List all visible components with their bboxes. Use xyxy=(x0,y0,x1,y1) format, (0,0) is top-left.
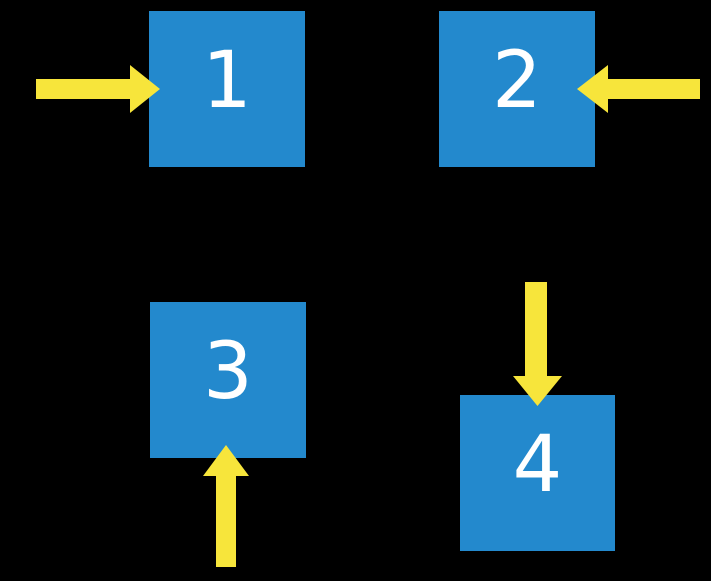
down-arrow-icon xyxy=(513,282,562,406)
box-4: 4 xyxy=(460,395,615,551)
box-3-label: 3 xyxy=(203,327,253,417)
box-2: 2 xyxy=(439,11,595,167)
box-3: 3 xyxy=(150,302,306,458)
box-1-label: 1 xyxy=(202,36,252,126)
box-2-label: 2 xyxy=(492,36,542,126)
right-arrow-icon xyxy=(36,65,160,113)
box-4-label: 4 xyxy=(512,420,563,510)
left-arrow-icon xyxy=(577,65,700,113)
up-arrow-icon xyxy=(203,445,249,567)
box-1: 1 xyxy=(149,11,305,167)
